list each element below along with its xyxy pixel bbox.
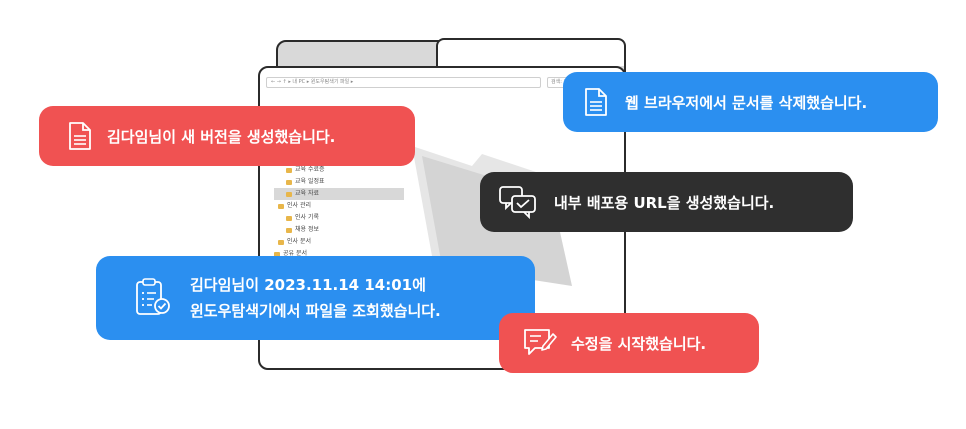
- tree-item-label: 교육 수료증: [295, 166, 325, 173]
- folder-icon: [278, 203, 284, 209]
- notification-text: 김다임님이 2023.11.14 14:01에 윈도우탐색기에서 파일을 조회했…: [190, 272, 441, 324]
- tree-item[interactable]: 교육 일정표: [274, 176, 404, 188]
- folder-icon: [286, 179, 292, 185]
- notification-text: 내부 배포용 URL을 생성했습니다.: [554, 193, 775, 212]
- tree-item-label: 교육 일정표: [295, 178, 325, 185]
- address-bar[interactable]: ← → ↑ ▸ 내 PC ▸ 윈도우탐색기 파일 ▸: [266, 76, 541, 88]
- folder-icon: [278, 239, 284, 245]
- tree-item-label: 인사 관리: [287, 202, 311, 209]
- document-icon: [67, 120, 93, 152]
- tree-item-selected[interactable]: 교육 자료: [274, 188, 404, 200]
- notification-line-1: 김다임님이 2023.11.14 14:01에: [190, 276, 426, 294]
- tree-item[interactable]: 인사 문서: [274, 236, 404, 248]
- folder-icon: [274, 251, 280, 257]
- edit-note-icon: [521, 326, 557, 360]
- notification-deleted: 웹 브라우저에서 문서를 삭제했습니다.: [563, 72, 938, 132]
- folder-icon: [286, 191, 292, 197]
- tree-item[interactable]: 인사 관리: [274, 200, 404, 212]
- tree-item-label: 인사 문서: [287, 238, 311, 245]
- tree-item[interactable]: 채용 정보: [274, 224, 404, 236]
- document-icon: [583, 86, 609, 118]
- notification-text: 김다임님이 새 버전을 생성했습니다.: [107, 127, 336, 146]
- tree-item-label: 교육 자료: [295, 190, 319, 197]
- tree-item[interactable]: 공유 문서: [274, 248, 404, 260]
- tree-item-label: 채용 정보: [295, 226, 319, 233]
- clipboard-check-icon: [134, 277, 172, 319]
- folder-icon: [286, 167, 292, 173]
- folder-icon: [286, 227, 292, 233]
- notification-url: 내부 배포용 URL을 생성했습니다.: [480, 172, 853, 232]
- tree-item-label: 인사 기록: [295, 214, 319, 221]
- chat-bubbles-icon: [498, 184, 538, 220]
- tree-item-label: 공유 문서: [283, 250, 307, 257]
- notification-viewed: 김다임님이 2023.11.14 14:01에 윈도우탐색기에서 파일을 조회했…: [96, 256, 535, 340]
- notification-text: 수정을 시작했습니다.: [571, 334, 707, 353]
- folder-tab: [436, 38, 626, 66]
- folder-icon: [286, 215, 292, 221]
- tree-item[interactable]: 인사 기록: [274, 212, 404, 224]
- notification-text: 웹 브라우저에서 문서를 삭제했습니다.: [625, 93, 868, 112]
- tree-item[interactable]: 교육 수료증: [274, 164, 404, 176]
- notification-line-2: 윈도우탐색기에서 파일을 조회했습니다.: [190, 302, 441, 320]
- notification-edit: 수정을 시작했습니다.: [499, 313, 759, 373]
- notification-new-version: 김다임님이 새 버전을 생성했습니다.: [39, 106, 415, 166]
- folder-tree: 교육 수료증 교육 일정표 교육 자료 인사 관리 인사 기록 채용 정보: [274, 164, 404, 260]
